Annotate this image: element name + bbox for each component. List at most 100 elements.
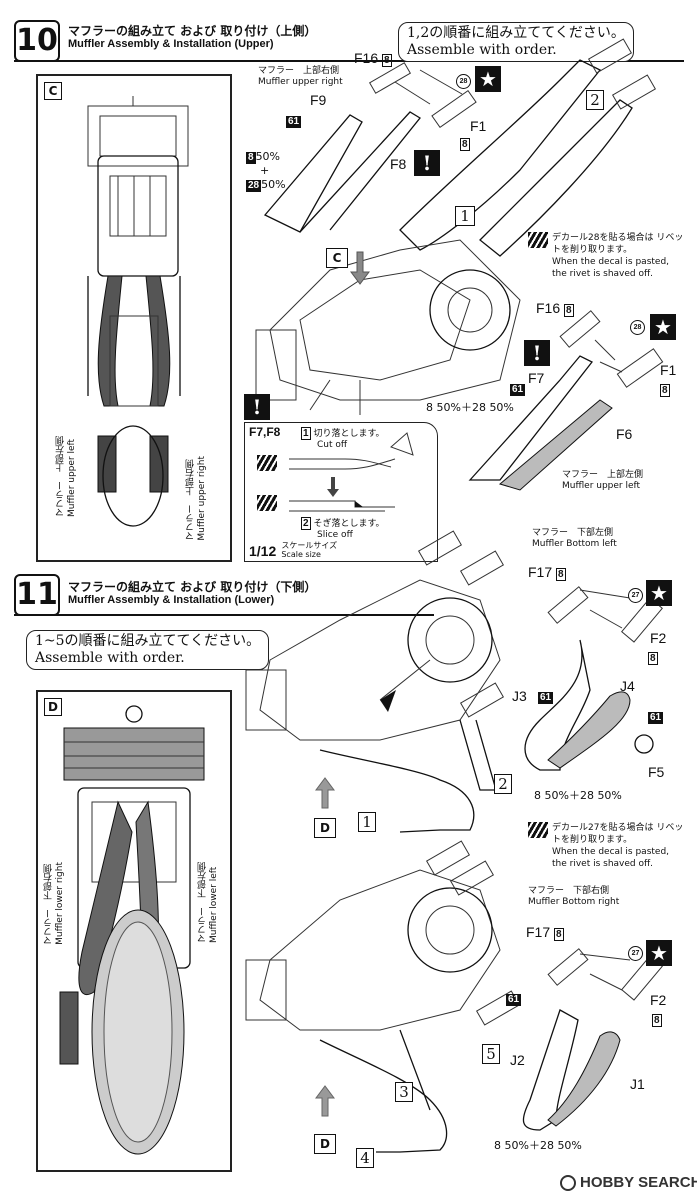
part-f16-mid-name: F16 <box>536 300 561 316</box>
cut-step-2: 2 そぎ落とします。 Slice off <box>301 517 385 541</box>
mix-b-color: 28 <box>246 180 262 192</box>
paint-61-marker: 61 <box>286 116 302 128</box>
view-panel-d: D マフラー 下部右側 Muffler lower right マフラー 下部左… <box>36 690 232 1172</box>
caution-icon-mid: ! <box>524 340 550 366</box>
step-11-bottom-left-label: マフラー 下部左側 Muffler Bottom left <box>532 528 617 550</box>
part-f9-label: F9 <box>310 92 327 108</box>
cut-diagram <box>289 432 414 512</box>
cut-step-1-en: Cut off <box>317 440 348 450</box>
sequence-2-step10: 2 <box>586 90 604 110</box>
part-f1-mid-label: F1 <box>660 362 677 378</box>
caution-icon-cutbox: ! <box>244 394 270 420</box>
caution-icon: ! <box>414 150 440 176</box>
step-11-number: 11 <box>14 574 60 616</box>
step-10-rule <box>14 60 684 62</box>
part-f2-lower-box: 8 <box>652 1014 662 1027</box>
step-11-title-en: Muffler Assembly & Installation (Lower) <box>68 594 275 606</box>
decal-28-note-en1: When the decal is pasted, <box>552 257 670 267</box>
part-f5-label: F5 <box>648 764 665 780</box>
motorcycle-bottom-view-drawing <box>59 705 205 1155</box>
part-f2-box: 8 <box>648 652 658 665</box>
star-icon-step11-lower: ★ <box>646 940 672 966</box>
paint-61-j2-marker: 61 <box>506 994 522 1006</box>
decal-28-note-en2: the rivet is shaved off. <box>552 269 654 279</box>
step-10-mid-muffler-label-jp: マフラー 上部左側 <box>562 470 644 480</box>
star-icon-step11: ★ <box>646 580 672 606</box>
decal-27-note-en2: the rivet is shaved off. <box>552 859 654 869</box>
star-icon: ★ <box>475 66 501 92</box>
step-11-bottom-right-label: マフラー 下部右側 Muffler Bottom right <box>528 886 619 908</box>
mix-a-pct: 50% <box>255 150 281 163</box>
sequence-1-step11: 1 <box>358 812 376 832</box>
part-f17-lower-box: 8 <box>554 928 564 941</box>
mix-a-color: 8 <box>246 152 256 164</box>
decal-27-note: デカール27を貼る場合は リベットを削り取ります。 When the decal… <box>528 822 690 870</box>
part-f16-mid-box: 8 <box>564 304 574 317</box>
mix-b-pct: 50% <box>261 178 286 191</box>
scale-note-text: スケールサイズ Scale size <box>281 541 337 559</box>
view-d-marker-lower: D <box>314 1134 336 1154</box>
part-f6-label: F6 <box>616 426 633 442</box>
step-10-mid-muffler-label-en: Muffler upper left <box>562 481 641 491</box>
scale-note: 1/12 スケールサイズ Scale size <box>249 541 337 560</box>
sequence-3-step11: 3 <box>395 1082 413 1102</box>
decal-27-note-en1: When the decal is pasted, <box>552 847 670 857</box>
step-10-title-en: Muffler Assembly & Installation (Upper) <box>68 38 274 50</box>
paint-61-f5-marker: 61 <box>648 712 664 724</box>
decal-28-marker: 28 <box>456 74 471 89</box>
knife-icon-step11 <box>528 822 548 838</box>
step-10-order-note: 1,2の順番に組み立ててください。 Assemble with order. <box>398 22 634 62</box>
scale-value: 1/12 <box>249 543 277 559</box>
color-mix-mid: 8 50%＋28 50% <box>426 401 514 414</box>
color-mix-step11-top: 8 50%＋28 50% <box>534 789 622 802</box>
part-f17-lower-label: F17 8 <box>526 924 564 941</box>
watermark: HOBBY SEARCH <box>560 1174 697 1192</box>
step-11-title-jp: マフラーの組み立て および 取り付け（下側） <box>68 580 317 594</box>
part-j2-label: J2 <box>510 1052 525 1068</box>
view-panel-c: C マフラー 上部左側 Muffler upper left マフラー 上部右側… <box>36 74 232 562</box>
part-f1-label: F1 <box>470 118 487 134</box>
cut-box-title: F7,F8 <box>249 425 281 439</box>
part-f2-label: F2 <box>650 630 667 646</box>
part-f16-name: F16 <box>354 50 379 66</box>
watermark-logo-icon <box>560 1175 576 1192</box>
part-f16-color-box: 8 <box>382 54 392 67</box>
part-f2-lower-label: F2 <box>650 992 667 1008</box>
part-f17-name: F17 <box>528 564 553 580</box>
step-11-bottom-right-label-en: Muffler Bottom right <box>528 897 620 907</box>
star-icon-mid: ★ <box>650 314 676 340</box>
step-10-title-jp: マフラーの組み立て および 取り付け（上側） <box>68 24 317 38</box>
decal-27-note-jp: デカール27を貼る場合は リベットを削り取ります。 <box>552 823 684 845</box>
cut-instruction-box: F7,F8 1 切り落とします。 Cut off 2 そぎ落とします。 Slic… <box>244 422 438 562</box>
decal-28-note: デカール28を貼る場合は リベットを削り取ります。 When the decal… <box>528 232 690 280</box>
step-10-top-muffler-label-en: Muffler upper right <box>258 77 343 87</box>
part-f16-mid-label: F16 8 <box>536 300 574 317</box>
cut-step-1: 1 切り落とします。 Cut off <box>301 427 385 451</box>
step-11-order-note-en: Assemble with order. <box>35 650 185 666</box>
step-10-assembly-drawing <box>255 38 664 491</box>
paint-61-mid-marker: 61 <box>510 384 526 396</box>
view-c-marker: C <box>326 248 348 268</box>
sequence-2-step11: 2 <box>494 774 512 794</box>
paint-61-j3-marker: 61 <box>538 692 554 704</box>
cut-step-1-jp: 切り落とします。 <box>313 429 385 439</box>
decal-28-note-jp: デカール28を貼る場合は リベットを削り取ります。 <box>552 233 684 255</box>
part-f17-lower-name: F17 <box>526 924 551 940</box>
part-f1-mid-box: 8 <box>660 384 670 397</box>
part-j3-label: J3 <box>512 688 527 704</box>
part-f17-box: 8 <box>556 568 566 581</box>
step-11-order-note-jp: 1~5の順番に組み立ててください。 <box>35 633 261 649</box>
view-d-marker-upper: D <box>314 818 336 838</box>
scale-en: Scale size <box>281 550 321 559</box>
part-f17-label: F17 8 <box>528 564 566 581</box>
part-j1-label: J1 <box>630 1076 645 1092</box>
step-11-bottom-left-label-jp: マフラー 下部左側 <box>532 528 614 538</box>
mix-plus: + <box>260 164 270 177</box>
cut-step-2-jp: そぎ落とします。 <box>313 519 385 529</box>
scale-jp: スケールサイズ <box>281 541 338 550</box>
step-10-order-note-en: Assemble with order. <box>407 42 557 58</box>
step-11-bottom-right-label-jp: マフラー 下部右側 <box>528 886 610 896</box>
step-11-rule <box>14 614 434 616</box>
step-11-order-note: 1~5の順番に組み立ててください。 Assemble with order. <box>26 630 270 670</box>
